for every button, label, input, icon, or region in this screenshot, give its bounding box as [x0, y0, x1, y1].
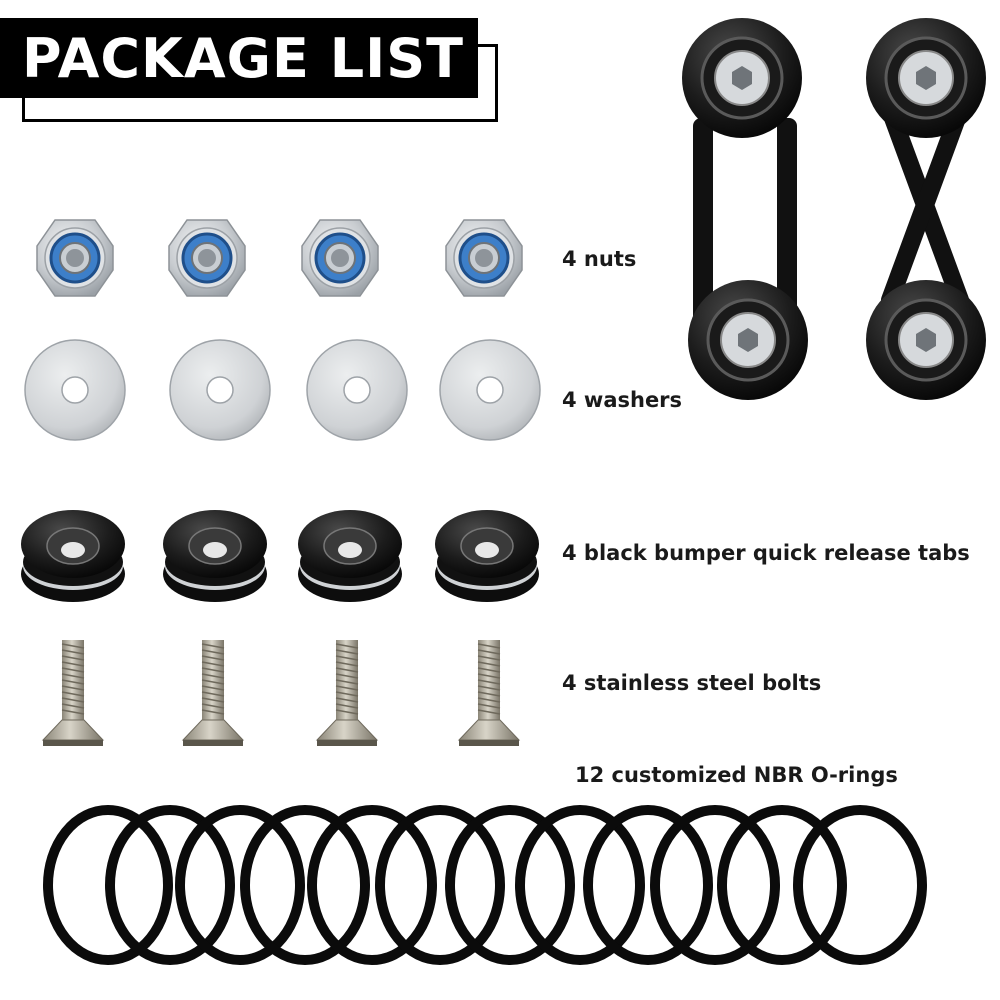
bolts-label: 4 stainless steel bolts [562, 671, 822, 695]
page-title: PACKAGE LIST [0, 18, 478, 98]
lock-nut-icon [35, 218, 524, 298]
washers-label: 4 washers [562, 388, 683, 412]
o-ring-icon [43, 805, 927, 965]
bumper-kit-assembled-icon [680, 16, 988, 402]
countersunk-bolt-icon [42, 639, 520, 747]
quick-release-tab-icon [20, 509, 540, 603]
o-rings-label: 12 customized NBR O-rings [575, 763, 898, 787]
nuts-label: 4 nuts [562, 247, 637, 271]
washer-icon [24, 339, 541, 441]
tabs-label: 4 black bumper quick release tabs [562, 541, 970, 565]
package-list-header: PACKAGE LIST [0, 18, 500, 124]
